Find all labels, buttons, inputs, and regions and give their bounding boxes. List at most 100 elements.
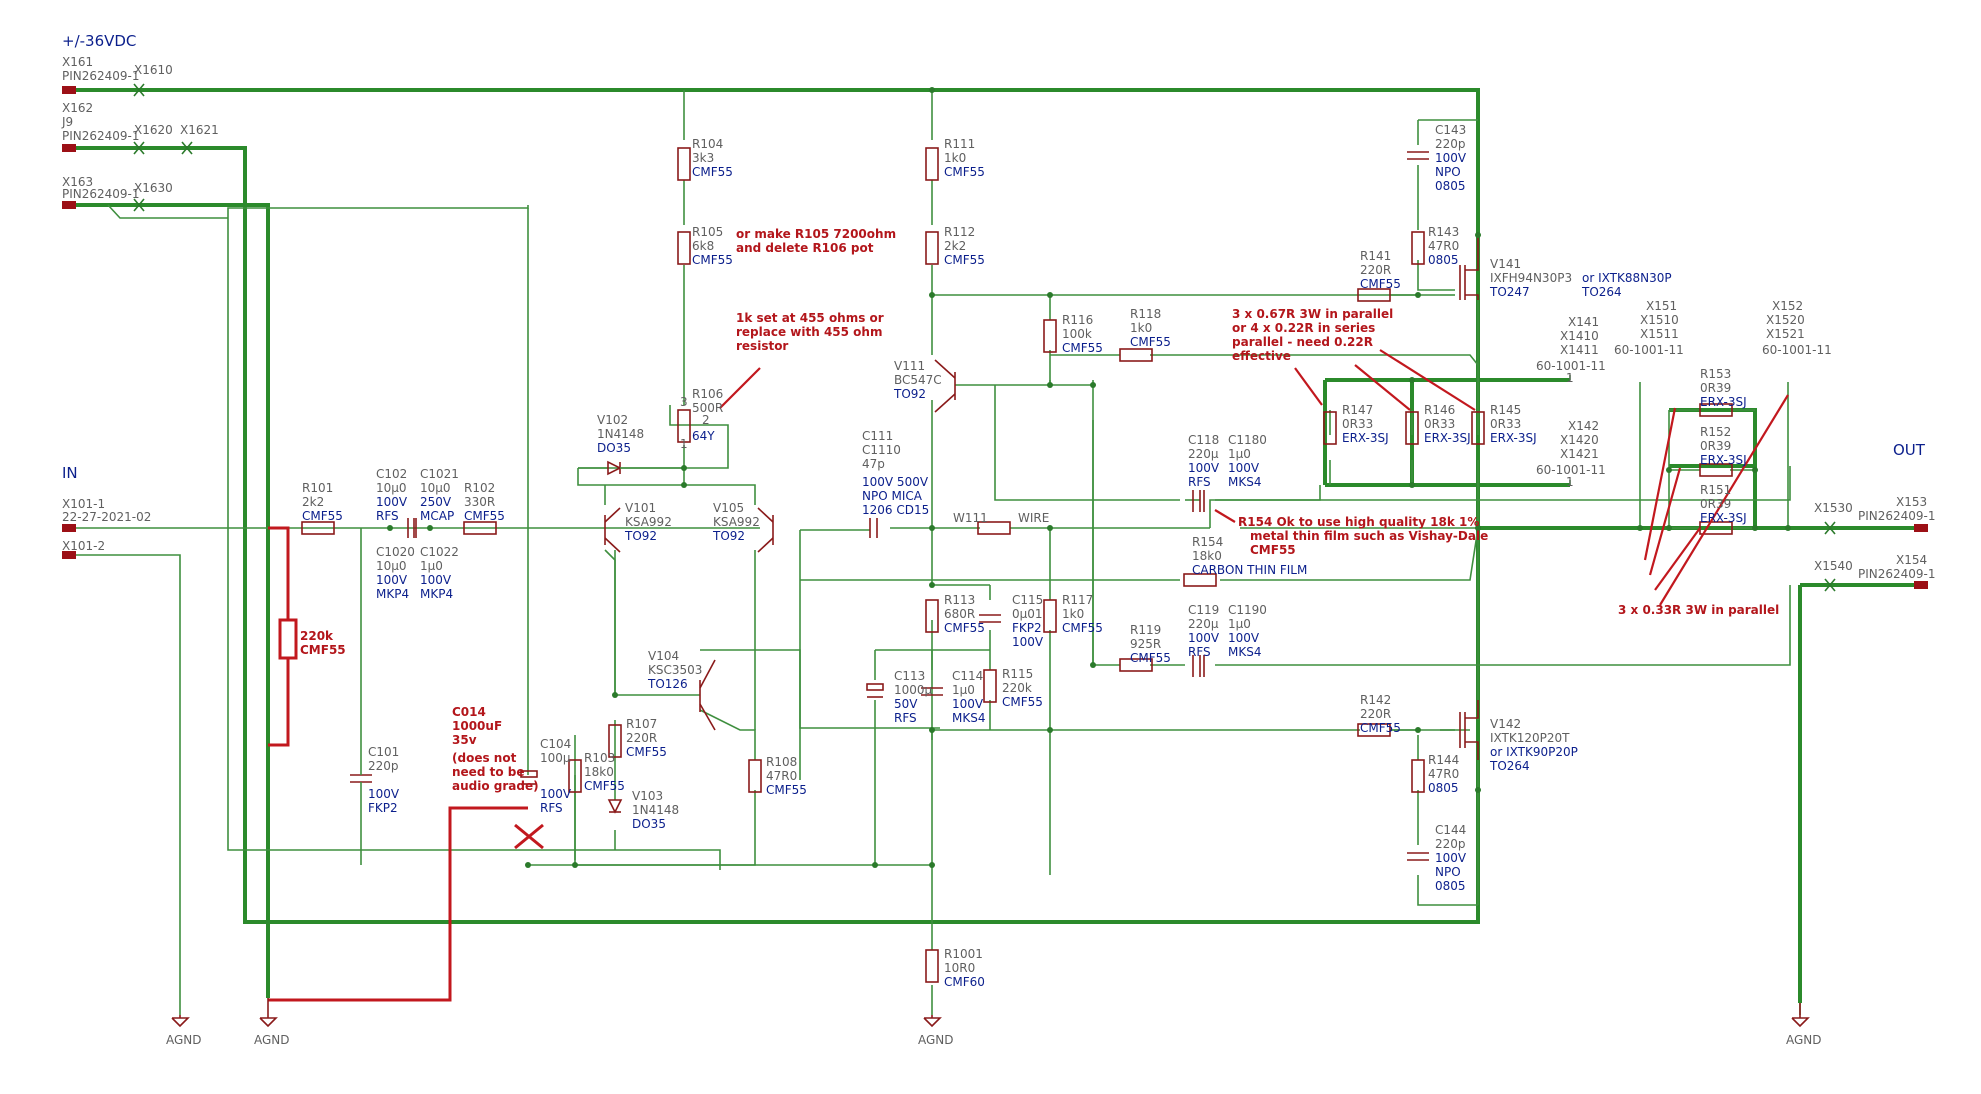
added-resistor-type: CMF55 [300,643,346,657]
r142-body [1357,723,1391,737]
r115-type: CMF55 [1002,695,1043,709]
r106-note-line2: replace with 455 ohm [736,325,882,339]
r146-ref: R146 [1424,403,1455,417]
r144-package: 0805 [1428,781,1459,795]
r152-body [1699,463,1733,477]
r106-value: 500R [692,401,723,415]
v141-ref: V141 [1490,257,1521,271]
supply-buses [68,88,1920,1003]
r1001-value: 10R0 [944,961,975,975]
x153-ref: X153 [1896,495,1927,509]
r104-type: CMF55 [692,165,733,179]
r116-type: CMF55 [1062,341,1103,355]
r144-ref: R144 [1428,753,1459,767]
added-resistor-value: 220k [300,629,334,643]
c014-note-line2: 1000uF [452,719,502,733]
r144-body [1411,759,1425,793]
r102-type: CMF55 [464,509,505,523]
v105-part: KSA992 [713,515,760,529]
c114-type: MKS4 [952,711,985,725]
r106-pin1: 1 [680,437,688,451]
r153-value: 0R39 [1700,381,1731,395]
r104-ref: R104 [692,137,723,151]
r154-value: 18k0 [1192,549,1222,563]
x1420-ref: X1420 [1560,433,1599,447]
r117-value: 1k0 [1062,607,1084,621]
r154-note-line1: R154 Ok to use high quality 18k 1% [1238,515,1479,529]
c119-symbol [1192,655,1205,677]
v141-symbol [1459,235,1479,300]
w111-type: WIRE [1018,511,1049,525]
r113-value: 680R [944,607,975,621]
x1521-ref: X1521 [1766,327,1805,341]
v142-package: TO264 [1489,759,1530,773]
v105-symbol [757,507,774,553]
supply-label: +/-36VDC [62,32,136,50]
c111-dielectric: NPO MICA [862,489,923,503]
r113-ref: R113 [944,593,975,607]
c1022-ref: C1022 [420,545,459,559]
c118-value: 220µ [1188,447,1219,461]
c1020-value: 10µ0 [376,559,407,573]
c1110-ref: C1110 [862,443,901,457]
r107-body [608,724,622,758]
r112-body [925,231,939,265]
parallel-note-line2: or 4 x 0.22R in series [1232,321,1375,335]
v101-package: TO92 [624,529,657,543]
c014-note-line6: audio grade) [452,779,539,793]
x1520-ref: X1520 [1766,313,1805,327]
x1530-ref: X1530 [1814,501,1853,515]
c1020-ref: C1020 [376,545,415,559]
x162-alt: J9 [61,115,73,129]
c111-symbol [869,518,878,538]
c115-voltage: 100V [1012,635,1044,649]
c1022-type: MKP4 [420,587,453,601]
x154-ref: X154 [1896,553,1927,567]
r115-body [983,669,997,703]
x142-part: 60-1001-11 [1536,463,1606,477]
r112-ref: R112 [944,225,975,239]
w111-ref: W111 [953,511,988,525]
c101-ref: C101 [368,745,399,759]
r154-ref: R154 [1192,535,1223,549]
c1021-voltage: 250V [420,495,452,509]
r154-note-line2: metal thin film such as Vishay-Dale [1250,529,1488,543]
r154-body [1183,573,1217,587]
r145-body [1471,411,1485,445]
c118-ref: C118 [1188,433,1219,447]
r113-body [925,599,939,633]
component-symbols [268,147,1789,1002]
c143-dielectric: NPO [1435,165,1461,179]
r107-value: 220R [626,731,657,745]
c114-voltage: 100V [952,697,984,711]
r111-body [925,147,939,181]
v111-ref: V111 [894,359,925,373]
x101-2-ref: X101-2 [62,539,105,553]
x1630-ref: X1630 [134,181,173,195]
connector-pins [62,86,1928,589]
r103-value: 18k0 [584,765,614,779]
r142-value: 220R [1360,707,1391,721]
r111-value: 1k0 [944,151,966,165]
r145-value: 0R33 [1490,417,1521,431]
r145-ref: R145 [1490,403,1521,417]
r105-note-line1: or make R105 7200ohm [736,227,896,241]
c113-ref: C113 [894,669,925,683]
c114-value: 1µ0 [952,683,975,697]
r115-value: 220k [1002,681,1032,695]
r105-value: 6k8 [692,239,714,253]
c101-value: 220p [368,759,399,773]
r146-body [1405,411,1419,445]
v101-ref: V101 [625,501,656,515]
c102-type: RFS [376,509,399,523]
x142-ref: X142 [1568,419,1599,433]
x1621-ref: X1621 [180,123,219,137]
r141-ref: R141 [1360,249,1391,263]
c143-voltage: 100V [1435,151,1467,165]
r1001-type: CMF60 [944,975,985,989]
c101-type: FKP2 [368,801,398,815]
c1180-ref: C1180 [1228,433,1267,447]
c101-voltage: 100V [368,787,400,801]
v111-part: BC547C [894,373,942,387]
r151-ref: R151 [1700,483,1731,497]
